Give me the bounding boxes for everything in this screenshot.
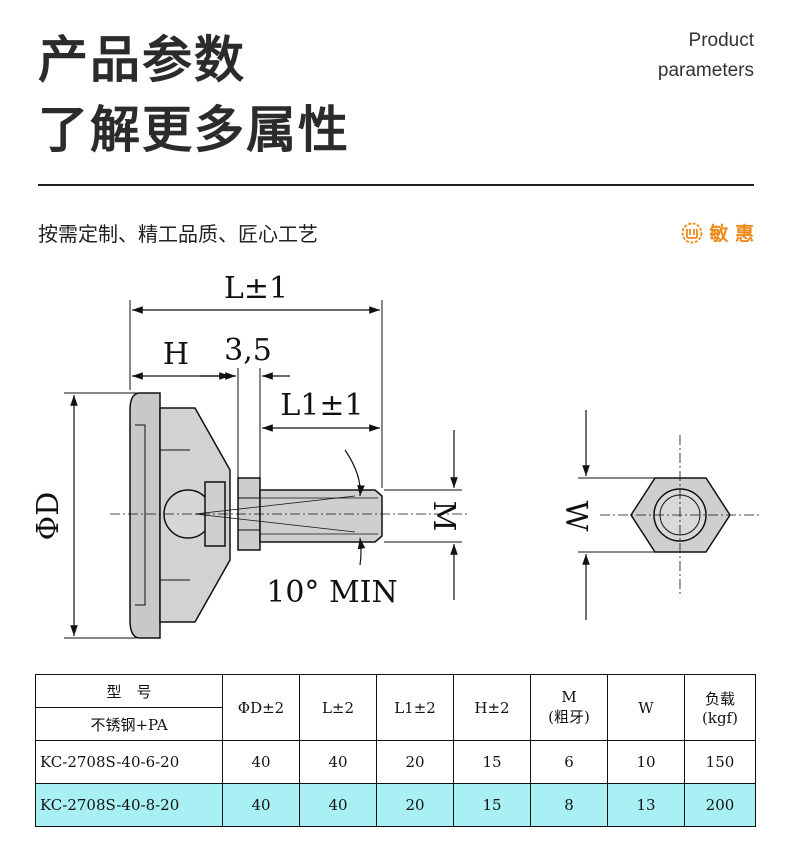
- col-header-h: H±2: [453, 674, 531, 741]
- dimension-label-h: H: [163, 337, 189, 372]
- cell-model: KC-2708S-40-6-20: [35, 740, 223, 784]
- english-title-line-1: Product: [688, 30, 754, 51]
- col-header-l1: L1±2: [376, 674, 454, 741]
- spec-table: 型 号 ΦD±2 L±2 L1±2 H±2 M (粗牙) W 负载 (kgf) …: [35, 674, 756, 827]
- technical-drawing: L±1 H 3,5 L1±1 ΦD M 10° MIN W: [31, 271, 760, 639]
- cell-h: 15: [453, 740, 531, 784]
- brand-logo-icon: [681, 222, 703, 243]
- cell-h: 15: [453, 783, 531, 827]
- cell-m: 6: [530, 740, 608, 784]
- cell-load: 150: [684, 740, 756, 784]
- col-header-model: 型 号: [35, 674, 223, 708]
- col-header-load: 负载 (kgf): [684, 674, 756, 741]
- cell-d: 40: [222, 783, 300, 827]
- brand-name: 敏 惠: [709, 223, 754, 245]
- cell-w: 10: [607, 740, 685, 784]
- dimension-label-m: M: [426, 501, 461, 532]
- col-header-w: W: [607, 674, 685, 741]
- cell-load: 200: [684, 783, 756, 827]
- col-header-d: ΦD±2: [222, 674, 300, 741]
- cell-m: 8: [530, 783, 608, 827]
- dimension-label-pitch: 3,5: [224, 333, 272, 368]
- dimension-label-l: L±1: [224, 271, 288, 306]
- cell-l1: 20: [376, 783, 454, 827]
- dimension-label-w: W: [558, 501, 593, 532]
- page-title-line-1: 产品参数: [38, 31, 246, 89]
- table-row: KC-2708S-40-8-20 40 40 20 15 8 13 200: [35, 783, 756, 827]
- cell-w: 13: [607, 783, 685, 827]
- header-divider: [38, 184, 754, 186]
- dimension-label-l1: L1±1: [280, 388, 363, 423]
- col-header-material: 不锈钢+PA: [35, 707, 223, 741]
- table-subheader-row: 不锈钢+PA: [35, 707, 756, 741]
- dimension-label-d: ΦD: [31, 492, 66, 541]
- dimension-label-angle: 10° MIN: [266, 575, 398, 610]
- table-row: KC-2708S-40-6-20 40 40 20 15 6 10 150: [35, 740, 756, 784]
- cell-l1: 20: [376, 740, 454, 784]
- col-header-m: M (粗牙): [530, 674, 608, 741]
- english-title-line-2: parameters: [657, 60, 754, 81]
- page-title-line-2: 了解更多属性: [38, 101, 350, 159]
- col-header-load-sub: (kgf): [702, 709, 738, 727]
- col-header-load-label: 负载: [704, 690, 735, 708]
- cell-l: 40: [299, 783, 377, 827]
- hex-end-view: [600, 435, 760, 595]
- cell-model: KC-2708S-40-8-20: [35, 783, 223, 827]
- leveling-foot-side-view: [110, 392, 470, 639]
- col-header-m-label: M: [561, 688, 577, 706]
- brand-logo: 敏 惠: [681, 219, 754, 246]
- col-header-m-sub: (粗牙): [548, 708, 590, 726]
- cell-l: 40: [299, 740, 377, 784]
- table-header-row: 型 号 ΦD±2 L±2 L1±2 H±2 M (粗牙) W 负载 (kgf): [35, 674, 756, 741]
- col-header-l: L±2: [299, 674, 377, 741]
- slogan-text: 按需定制、精工品质、匠心工艺: [38, 222, 318, 246]
- cell-d: 40: [222, 740, 300, 784]
